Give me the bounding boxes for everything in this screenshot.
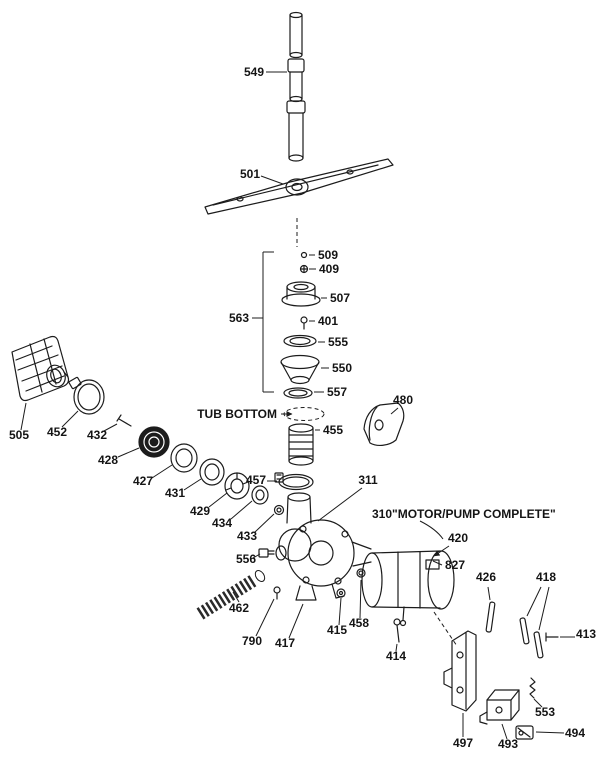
part-505-filter-screen xyxy=(11,335,70,402)
part-549-spray-tube xyxy=(286,11,306,162)
part-label-553: 553 xyxy=(535,705,555,719)
part-label-418: 418 xyxy=(536,570,556,584)
labels: 549 501 509 409 507 401 555 563 550 557 … xyxy=(9,65,596,751)
part-507-bearing-cap xyxy=(281,281,321,307)
part-label-452: 452 xyxy=(47,425,67,439)
part-418-pins xyxy=(519,617,544,659)
part-label-432: 432 xyxy=(87,428,107,442)
part-label-401: 401 xyxy=(318,314,338,328)
part-494-clip xyxy=(515,725,534,740)
part-434-ring xyxy=(251,485,269,505)
part-label-555: 555 xyxy=(328,335,348,349)
part-label-790: 790 xyxy=(242,634,262,648)
part-414-screw xyxy=(393,618,401,643)
part-label-557: 557 xyxy=(327,385,347,399)
part-553-spring xyxy=(529,677,536,699)
part-429-impeller-ring xyxy=(224,472,250,500)
part-label-414: 414 xyxy=(386,649,406,663)
part-497-mounting-bracket xyxy=(443,630,477,712)
part-label-480: 480 xyxy=(393,393,413,407)
part-790-bolt xyxy=(273,586,281,600)
part-label-827: 827 xyxy=(445,558,465,572)
part-452-hose-clamp xyxy=(63,371,105,415)
part-label-311: 311 xyxy=(358,473,378,487)
part-label-434: 434 xyxy=(212,516,232,530)
part-label-550: 550 xyxy=(332,361,352,375)
part-label-493: 493 xyxy=(498,737,518,751)
tub-bottom-label: TUB BOTTOM xyxy=(197,407,277,421)
part-428-seal xyxy=(138,426,170,458)
part-label-509: 509 xyxy=(318,248,338,262)
part-label-507: 507 xyxy=(330,291,350,305)
part-label-505: 505 xyxy=(9,428,29,442)
part-label-310-motor-pump-complete: 310"MOTOR/PUMP COMPLETE" xyxy=(372,507,556,521)
part-501-spray-arm xyxy=(204,158,394,215)
part-415-washer xyxy=(336,588,346,598)
part-label-455: 455 xyxy=(323,423,343,437)
part-550-funnel xyxy=(280,354,320,385)
bracket-563 xyxy=(252,251,274,393)
part-label-413: 413 xyxy=(576,627,596,641)
part-label-549: 549 xyxy=(244,65,264,79)
part-431-ring xyxy=(199,458,225,486)
part-label-429: 429 xyxy=(190,504,210,518)
part-label-420: 420 xyxy=(448,531,468,545)
part-413-screw xyxy=(545,632,559,642)
part-401-screw xyxy=(300,316,308,330)
part-427-ring xyxy=(170,443,198,473)
part-label-428: 428 xyxy=(98,453,118,467)
part-label-458: 458 xyxy=(349,616,369,630)
part-label-409: 409 xyxy=(319,262,339,276)
part-label-556: 556 xyxy=(236,552,256,566)
part-433-nut xyxy=(273,504,285,516)
part-457-clamp xyxy=(274,472,314,491)
part-493-junction-box xyxy=(479,689,520,725)
part-label-494: 494 xyxy=(565,726,585,740)
part-458-bolt xyxy=(356,568,366,578)
part-426-pin xyxy=(485,601,496,633)
part-432-pin xyxy=(116,414,132,427)
part-label-433: 433 xyxy=(237,529,257,543)
part-556-plug xyxy=(258,548,275,558)
part-480-bracket xyxy=(363,402,405,446)
part-462-corrugated-hose xyxy=(196,570,266,620)
part-label-427: 427 xyxy=(133,474,153,488)
part-label-426: 426 xyxy=(476,570,496,584)
part-label-415: 415 xyxy=(327,623,347,637)
part-label-462: 462 xyxy=(229,601,249,615)
part-409-screw xyxy=(299,264,309,274)
part-motor xyxy=(361,550,455,627)
part-455-seal-cylinder xyxy=(288,423,314,466)
part-557-gasket xyxy=(283,387,313,399)
part-label-457: 457 xyxy=(246,473,266,487)
leader-lines xyxy=(20,71,575,740)
part-555-washer xyxy=(283,334,317,348)
part-label-417: 417 xyxy=(275,636,295,650)
part-label-501: 501 xyxy=(240,167,260,181)
part-label-431: 431 xyxy=(165,486,185,500)
part-label-563: 563 xyxy=(229,311,249,325)
part-label-497: 497 xyxy=(453,736,473,750)
part-509-nut xyxy=(300,251,308,259)
part-417-pump-housing xyxy=(275,492,372,601)
